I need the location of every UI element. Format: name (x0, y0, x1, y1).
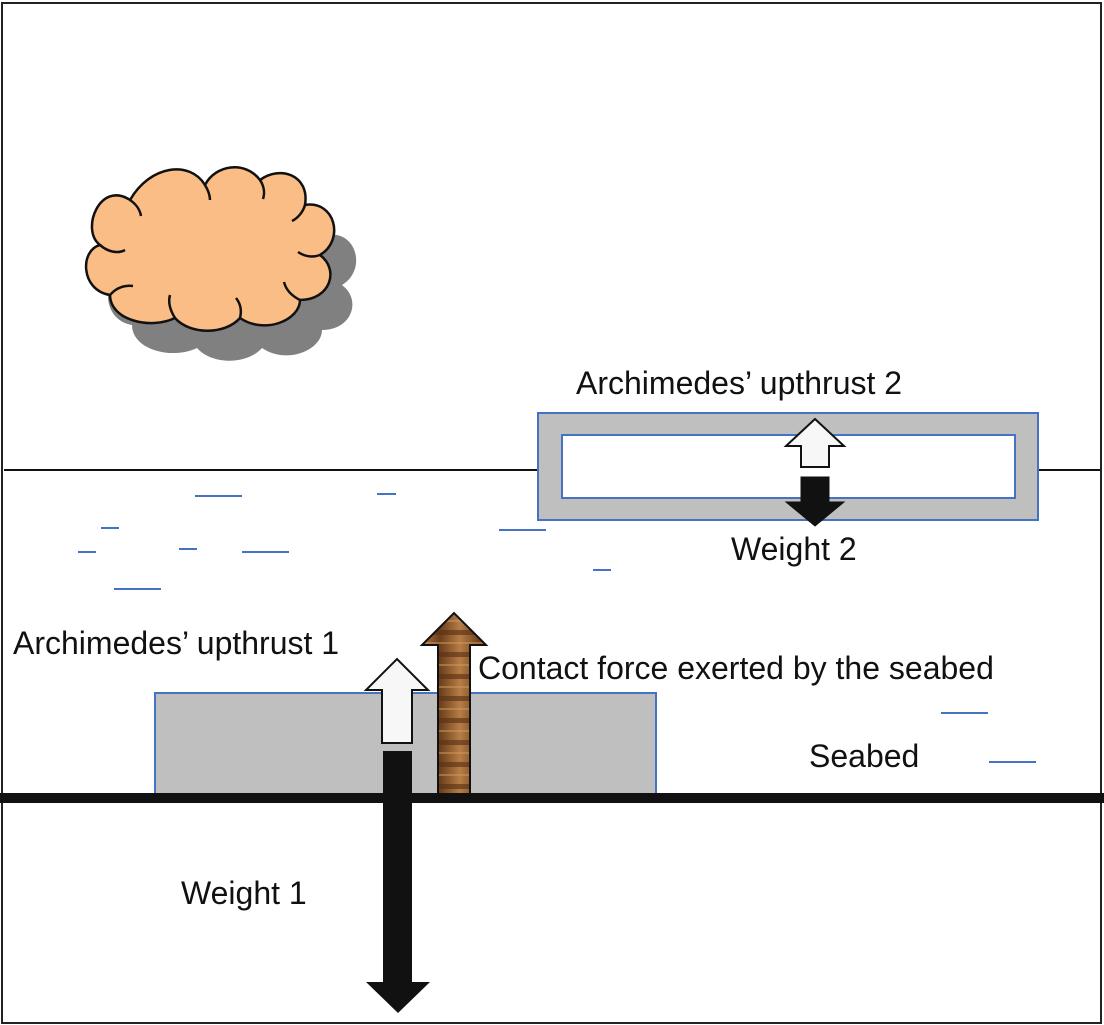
label-weight-2: Weight 2 (731, 531, 857, 567)
cloud-body (84, 166, 336, 332)
up-arrow-icon-upthrust-1 (363, 657, 431, 744)
label-contact-force: Contact force exerted by the seabed (478, 650, 994, 686)
down-arrow-icon-weight-1 (366, 751, 430, 1013)
cloud-icon (84, 166, 357, 361)
up-arrow-icon-upthrust-2 (783, 417, 847, 468)
label-seabed: Seabed (809, 738, 919, 774)
wood-up-arrow-icon-contact-force (419, 611, 489, 795)
label-weight-1: Weight 1 (181, 875, 307, 911)
wave-marks (78, 493, 1036, 763)
down-arrow-icon-weight-2 (784, 476, 846, 527)
label-upthrust-1: Archimedes’ upthrust 1 (13, 625, 339, 661)
label-upthrust-2: Archimedes’ upthrust 2 (576, 365, 902, 401)
